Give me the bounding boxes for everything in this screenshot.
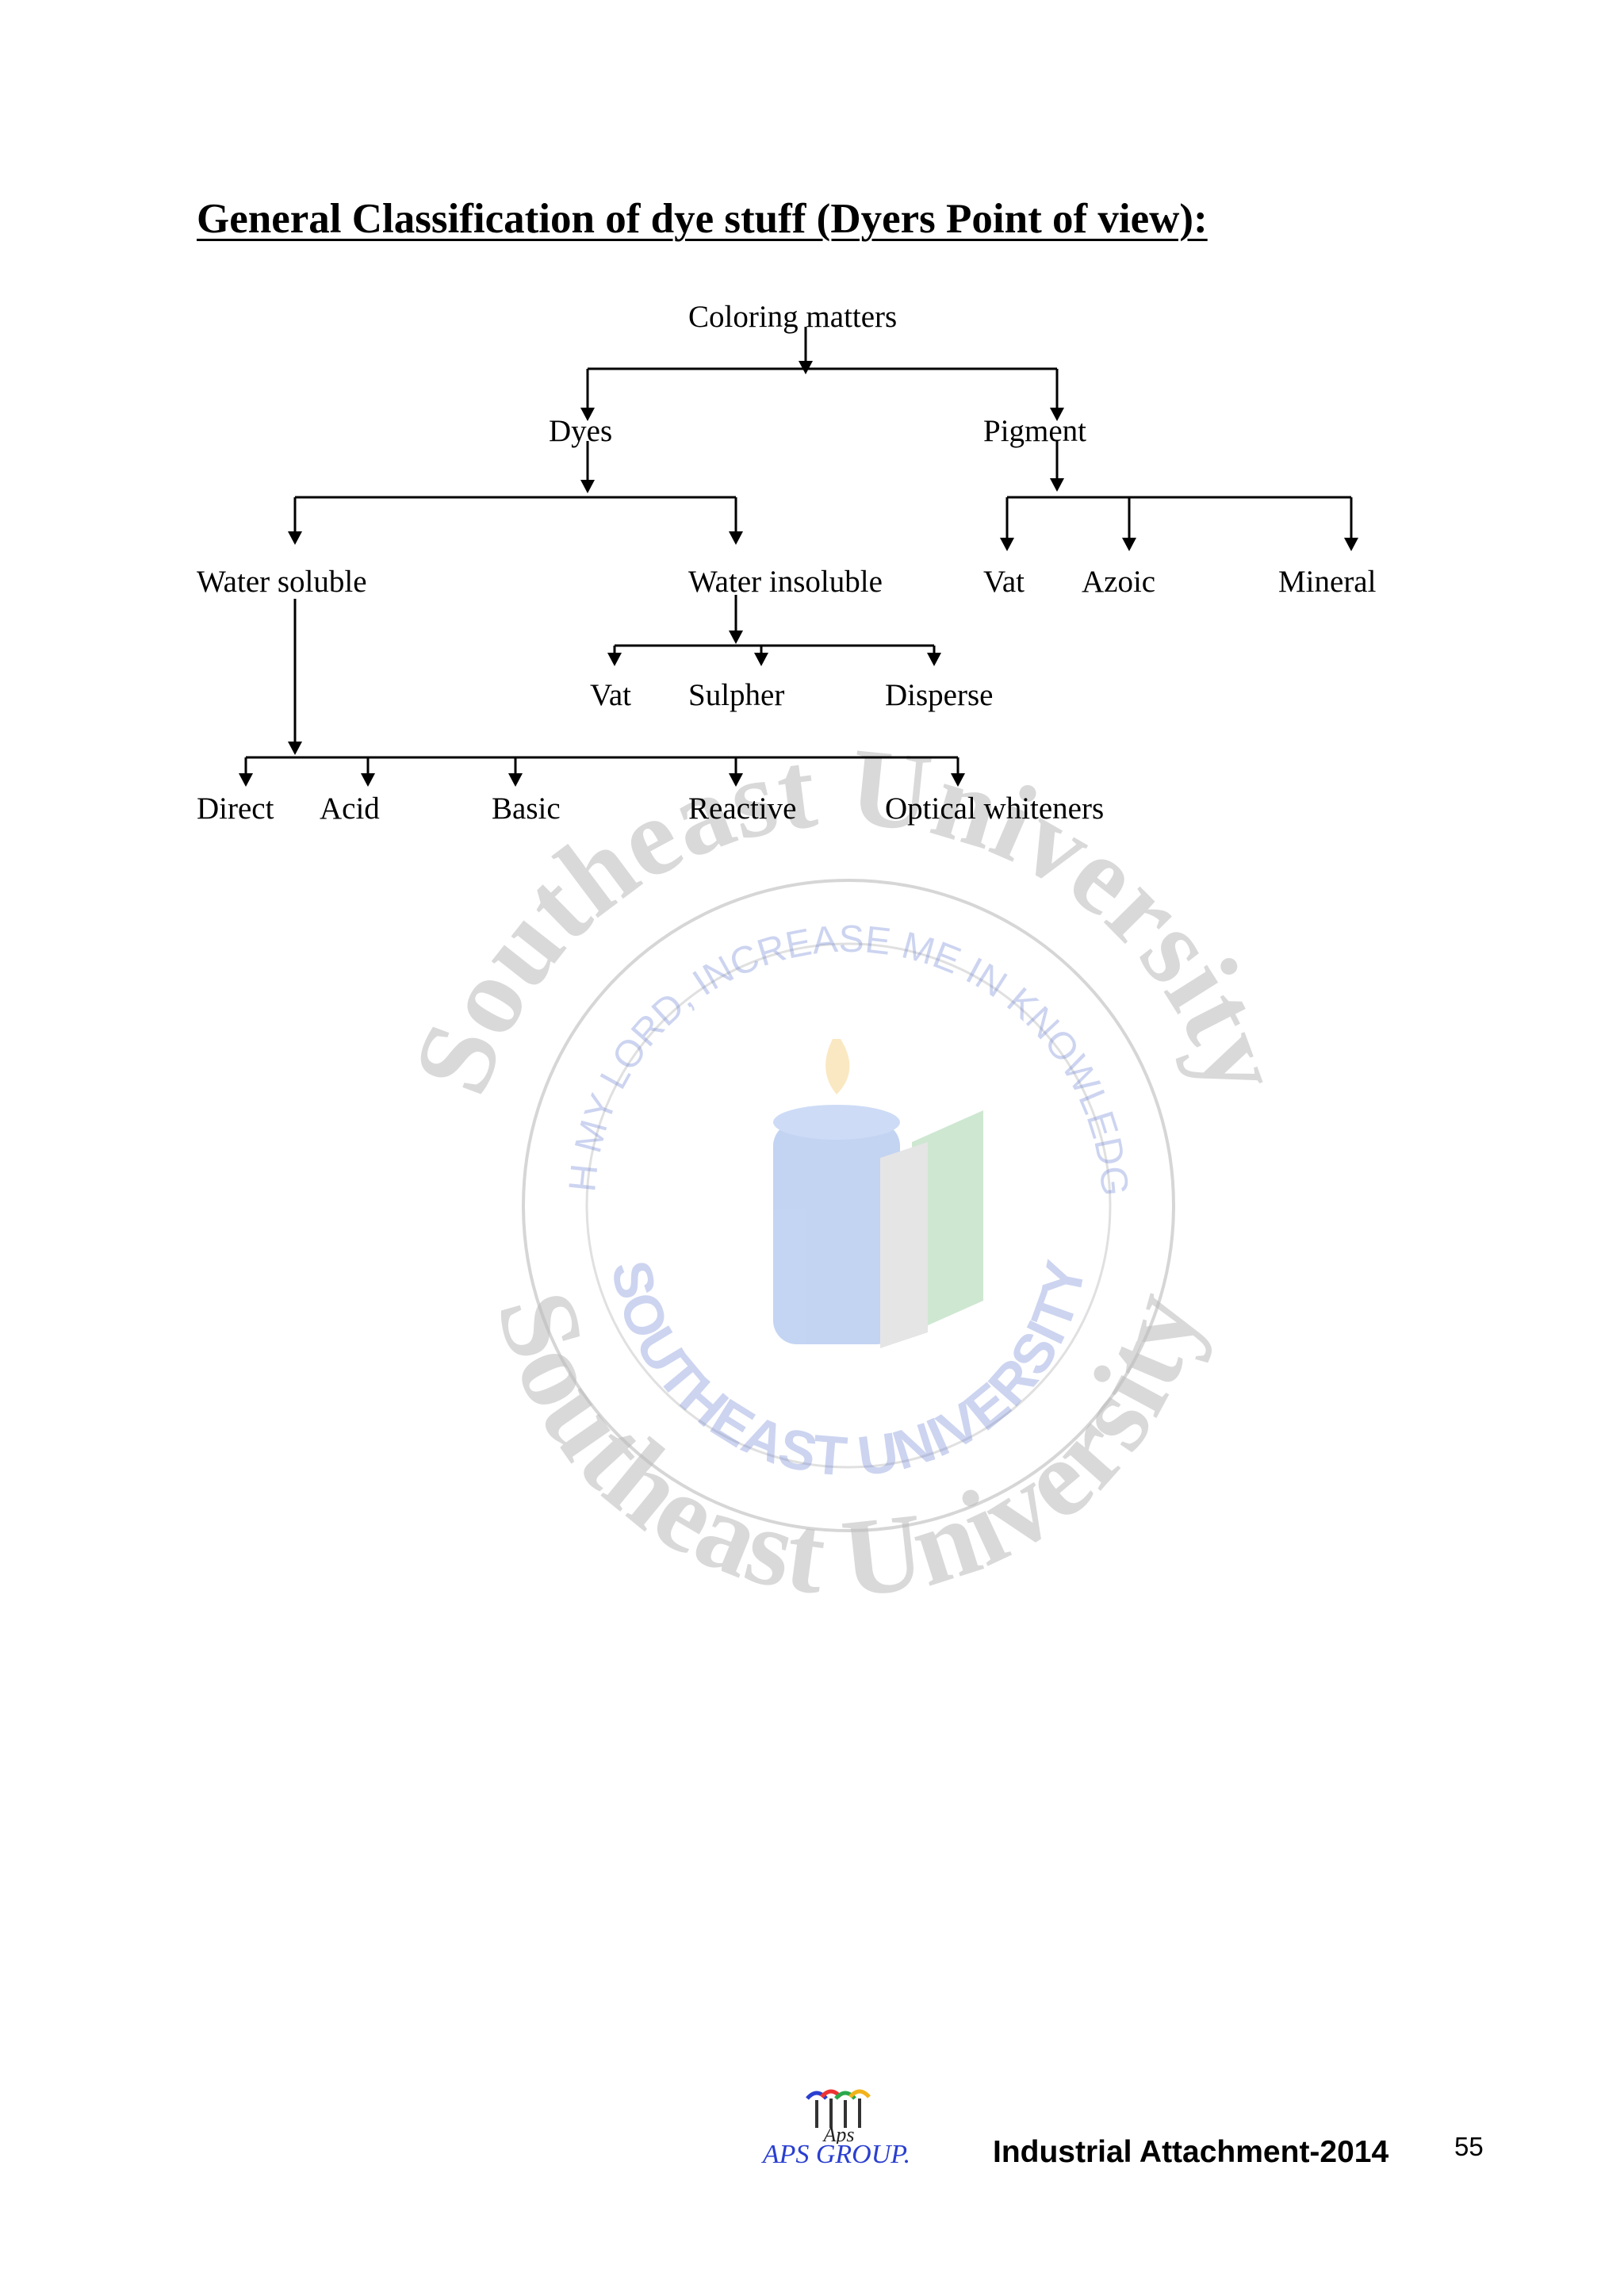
node-optical-whiteners: Optical whiteners (885, 792, 1105, 826)
node-water-soluble: Water soluble (197, 565, 367, 599)
node-mineral: Mineral (1278, 565, 1377, 599)
page-title: General Classification of dye stuff (Dye… (197, 196, 1208, 242)
node-disperse: Disperse (885, 678, 994, 712)
node-basic: Basic (492, 792, 561, 826)
node-azoic: Azoic (1082, 565, 1156, 599)
node-insoluble-vat: Vat (590, 678, 631, 712)
node-dyes: Dyes (549, 414, 613, 448)
university-watermark-seal: Southeast University Southeast Universit… (373, 730, 1308, 1621)
palm-trees-icon: Aps (806, 2089, 871, 2146)
node-pigment-vat: Vat (983, 565, 1025, 599)
node-pigment: Pigment (983, 414, 1087, 448)
footer-title: Industrial Attachment-2014 (993, 2135, 1389, 2169)
node-direct: Direct (197, 792, 274, 826)
logo-text: APS GROUP. (762, 2140, 911, 2169)
page-number: 55 (1454, 2132, 1484, 2161)
svg-text:Aps: Aps (822, 2123, 855, 2144)
node-coloring-matters: Coloring matters (688, 300, 898, 334)
node-reactive: Reactive (688, 792, 797, 826)
node-acid: Acid (320, 792, 380, 826)
classification-tree-lines (239, 327, 1358, 787)
node-water-insoluble: Water insoluble (688, 565, 883, 599)
node-sulpher: Sulpher (688, 678, 785, 712)
aps-group-logo: Aps APS GROUP. (737, 2084, 936, 2179)
